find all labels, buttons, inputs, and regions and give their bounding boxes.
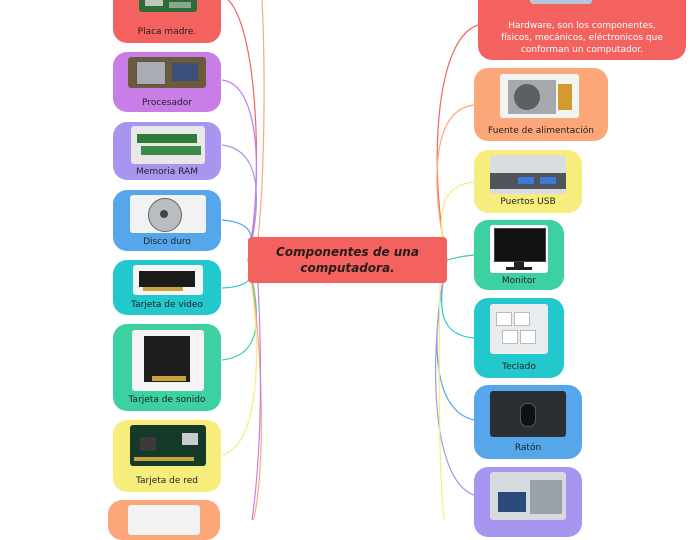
video-card-photo-icon	[133, 265, 203, 295]
node-label: Monitor	[501, 276, 537, 286]
laptop-photo-icon	[490, 472, 566, 520]
node-fuente-alimentacion[interactable]: Fuente de alimentación	[474, 68, 608, 141]
node-label: Procesador	[142, 98, 192, 108]
node-tarjeta-red[interactable]: Tarjeta de red	[113, 420, 221, 492]
node-label: Puertos USB	[500, 197, 556, 207]
mouse-photo-icon	[490, 391, 566, 437]
node-label: Ratón	[514, 443, 542, 453]
hard-disk-photo-icon	[130, 195, 206, 233]
node-partial-bottom-left[interactable]	[108, 500, 220, 540]
node-label: Fuente de alimentación	[488, 126, 594, 136]
node-label: Tarjeta de video	[131, 300, 203, 310]
partial-photo-icon	[128, 505, 200, 535]
node-tarjeta-sonido[interactable]: Tarjeta de sonido	[113, 324, 221, 411]
node-label: Disco duro	[143, 237, 191, 247]
network-card-photo-icon	[130, 425, 206, 466]
node-procesador[interactable]: Procesador	[113, 52, 221, 112]
central-topic-label: Componentes de una computadora.	[276, 245, 419, 275]
processor-photo-icon	[128, 57, 206, 88]
sound-card-photo-icon	[132, 330, 204, 391]
node-hardware[interactable]: Hardware, son los componentes, físicos, …	[478, 0, 686, 60]
node-laptop-partial[interactable]	[474, 467, 582, 537]
node-placa-madre[interactable]: Placa madre.	[113, 0, 221, 43]
node-label: Tarjeta de sonido	[128, 395, 206, 405]
node-label: Tarjeta de red	[135, 476, 199, 486]
ram-photo-icon	[131, 126, 205, 164]
node-raton[interactable]: Ratón	[474, 385, 582, 459]
node-label: Teclado	[502, 362, 536, 372]
node-monitor[interactable]: Monitor	[474, 220, 564, 290]
node-teclado[interactable]: Teclado	[474, 298, 564, 378]
node-tarjeta-video[interactable]: Tarjeta de video	[113, 260, 221, 315]
hardware-photo-icon	[530, 0, 592, 4]
monitor-photo-icon	[490, 225, 548, 273]
usb-ports-photo-icon	[490, 155, 566, 194]
node-label: Placa madre.	[137, 27, 197, 37]
node-disco-duro[interactable]: Disco duro	[113, 190, 221, 251]
node-label: Memoria RAM	[136, 167, 198, 177]
power-supply-photo-icon	[500, 74, 579, 118]
node-puertos-usb[interactable]: Puertos USB	[474, 150, 582, 213]
motherboard-photo-icon	[139, 0, 197, 12]
node-memoria-ram[interactable]: Memoria RAM	[113, 122, 221, 180]
central-topic[interactable]: Componentes de una computadora.	[248, 237, 447, 283]
node-label: Hardware, son los componentes, físicos, …	[501, 21, 663, 55]
keyboard-photo-icon	[490, 304, 548, 354]
